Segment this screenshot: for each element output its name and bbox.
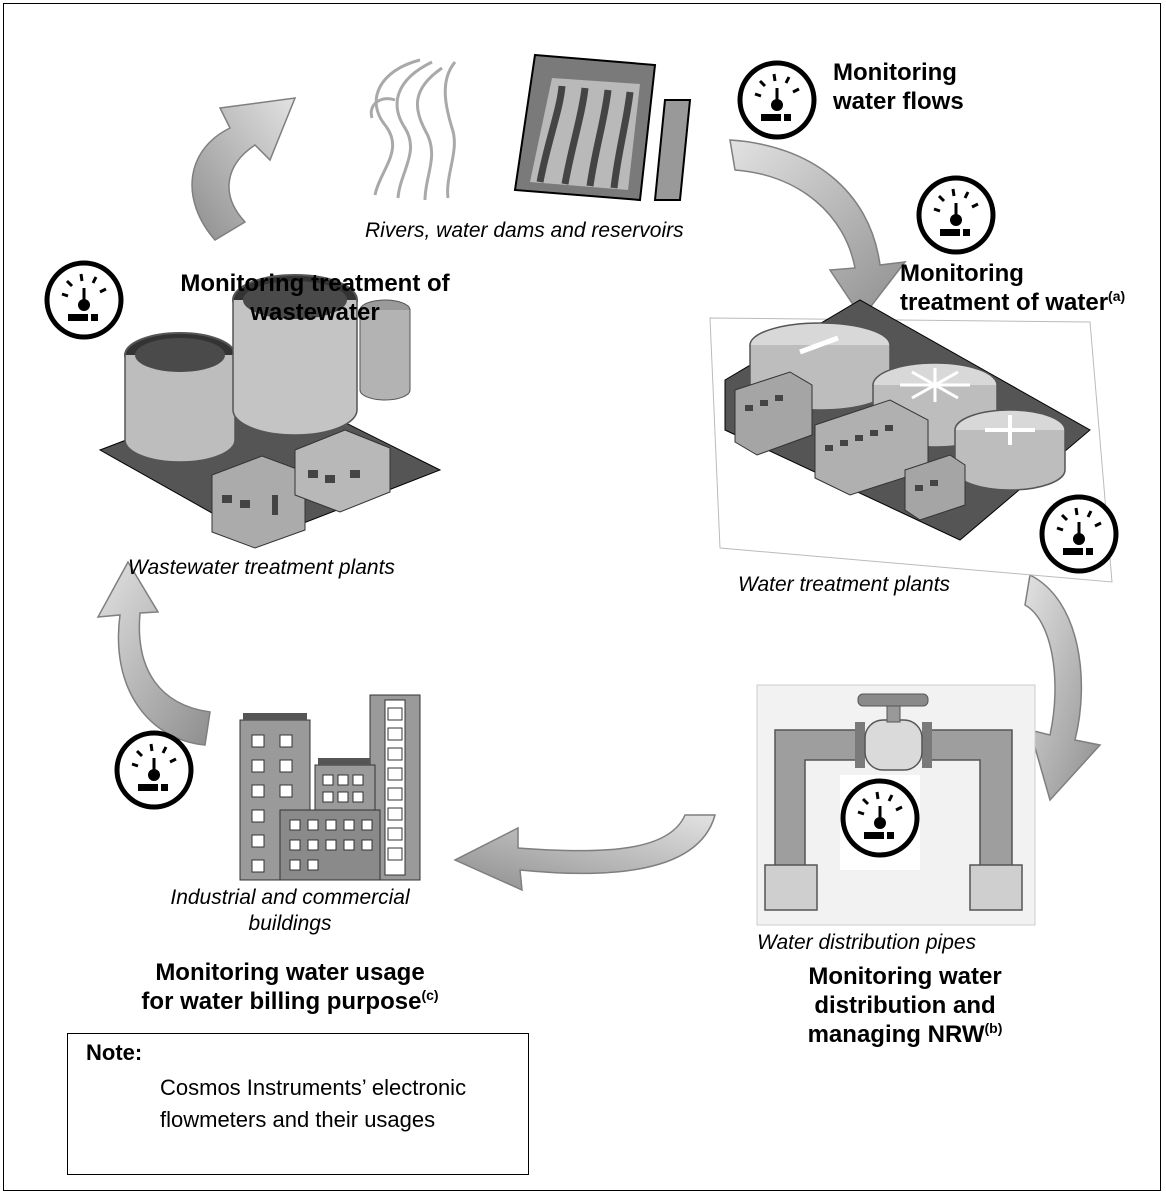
- flowmeter-gauge-icon: [740, 63, 814, 137]
- note-box: Note: Cosmos Instruments’ electronic flo…: [67, 1033, 529, 1175]
- flowmeter-gauge-icon: [1042, 497, 1116, 571]
- river-icon: [369, 58, 457, 201]
- arrow-plants-to-pipes: [1024, 573, 1102, 802]
- water-treatment-plants-label: Water treatment plants: [738, 573, 951, 596]
- note-title: Note:: [86, 1040, 143, 1065]
- monitoring-usage-label: Monitoring water usage for water billing…: [141, 959, 439, 1015]
- monitoring-flows-label: Monitoring water flows: [833, 59, 964, 115]
- water-treatment-plant-icon: [709, 299, 1113, 583]
- note-text: Cosmos Instruments’ electronic flowmeter…: [160, 1075, 467, 1132]
- arrow-buildings-to-wastewater: [96, 560, 211, 746]
- flowmeter-gauge-icon: [117, 733, 191, 807]
- monitoring-distribution-label: Monitoring water distribution and managi…: [807, 963, 1003, 1048]
- arrow-rivers-to-plants: [729, 139, 907, 320]
- diagram-frame: [3, 3, 1161, 1191]
- flowmeter-gauge-icon: [843, 781, 917, 855]
- water-distribution-pipes-label: Water distribution pipes: [757, 931, 977, 954]
- monitoring-water-treatment-label: Monitoring treatment of water(a): [900, 260, 1126, 316]
- monitoring-wastewater-label: Monitoring treatment of wastewater: [180, 270, 450, 326]
- rivers-label: Rivers, water dams and reservoirs: [365, 219, 684, 242]
- arrow-pipes-to-buildings: [453, 814, 716, 892]
- wastewater-plants-label: Wastewater treatment plants: [128, 556, 395, 579]
- flowmeter-gauge-icon: [47, 263, 121, 337]
- wastewater-plant-icon: [98, 274, 442, 549]
- dam-icon: [513, 53, 692, 202]
- buildings-label: Industrial and commercial buildings: [170, 886, 410, 935]
- office-buildings-icon: [239, 694, 421, 881]
- flowmeter-gauge-icon: [919, 178, 993, 252]
- arrow-wastewater-to-rivers: [191, 97, 297, 241]
